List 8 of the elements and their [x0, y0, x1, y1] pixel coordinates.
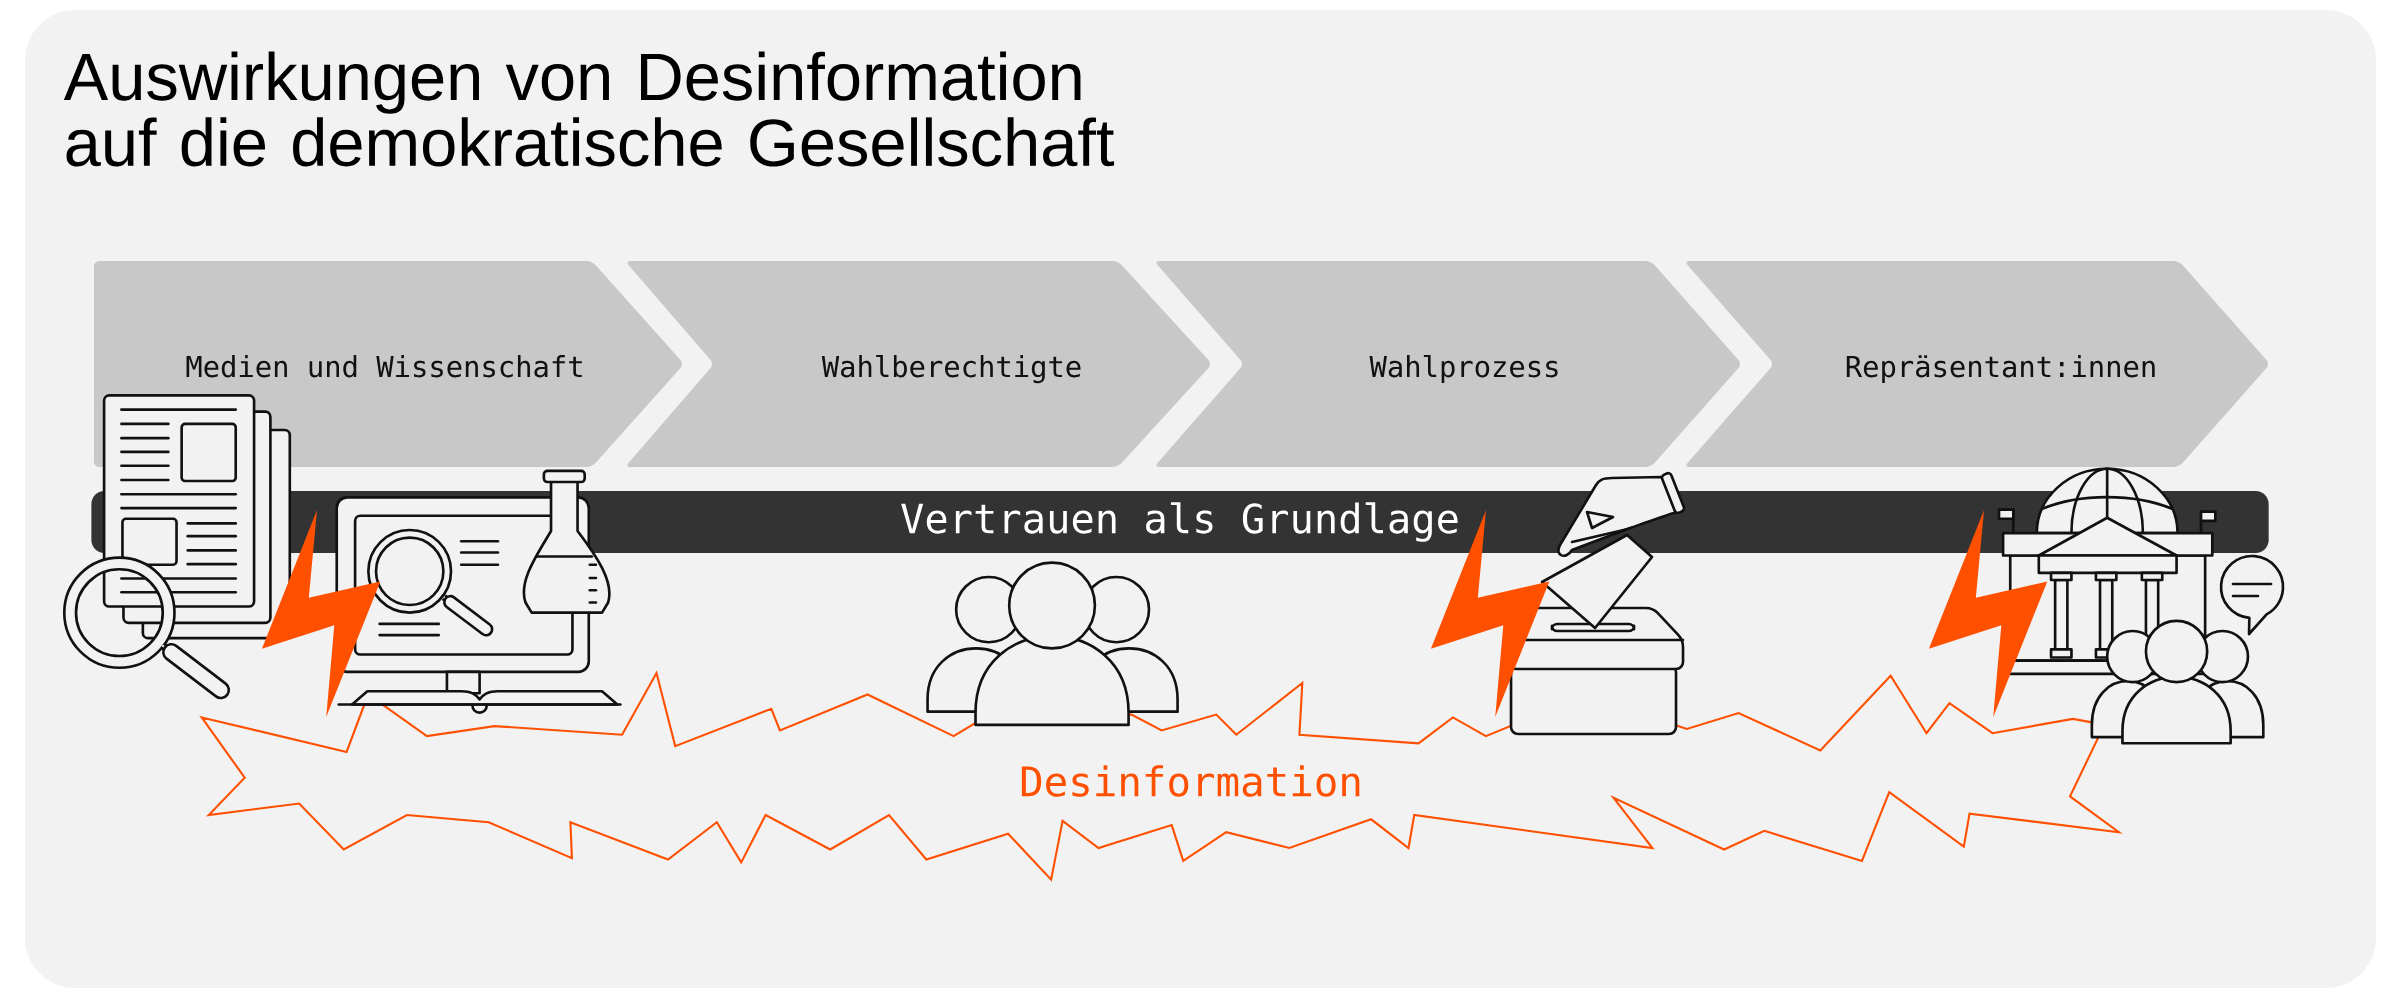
- title: Auswirkungen von Desinformation auf die demokratische Gesellschaft: [63, 51, 1115, 167]
- chevron-step: Wahlprozess: [1156, 261, 1740, 467]
- node-label: Medien und Wissenschaft: [186, 355, 582, 378]
- node-label: Wahlberechtigte: [821, 354, 1081, 384]
- node-label: Repräsentant:innen: [1846, 355, 2155, 384]
- chevron-step: Wahlberechtigte: [627, 261, 1210, 467]
- node-label: Wahlprozess: [1369, 354, 1558, 384]
- chevron-step: Repräsentant:innen: [1686, 261, 2268, 467]
